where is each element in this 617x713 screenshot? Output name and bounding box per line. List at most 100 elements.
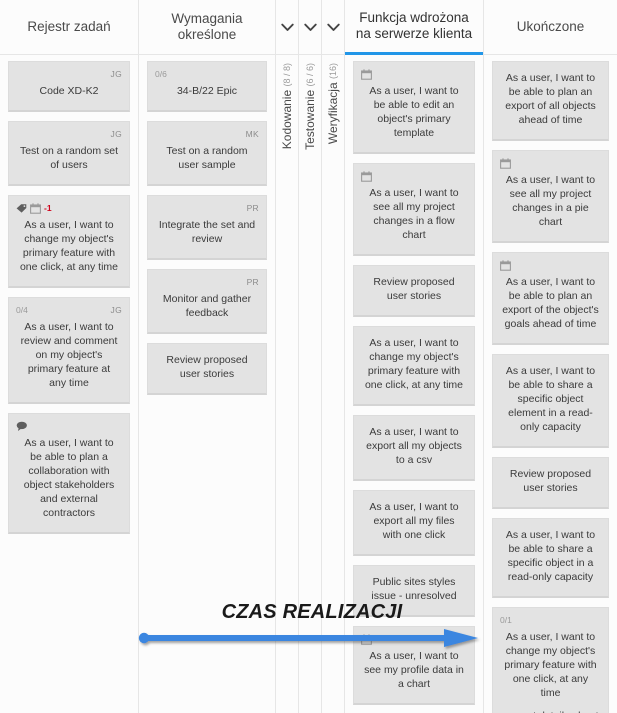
column-done: Ukończone As a user, I want to be able to… — [484, 0, 617, 713]
column-header-deployed-on-client-server[interactable]: Funkcja wdrożona na serwerze klienta — [345, 0, 483, 55]
card-meta: JG — [16, 128, 122, 140]
chevron-down-icon — [280, 23, 294, 31]
card-meta: MK — [155, 128, 259, 140]
tag-icon — [16, 203, 27, 214]
card-title: As a user, I want to be able to share a … — [505, 365, 596, 433]
card-title: Test on a random user sample — [166, 145, 248, 171]
column-count-coding: (8 / 8) — [281, 63, 292, 87]
card-title: As a user, I want to see my profile data… — [364, 650, 464, 690]
column-vertical-title-wrap: Weryfikacja (16) — [322, 55, 344, 713]
kanban-card[interactable]: Review proposed user stories — [147, 343, 267, 395]
kanban-card[interactable]: As a user, I want to export all my objec… — [353, 415, 475, 481]
card-title: As a user, I want to change my object's … — [504, 631, 597, 699]
card-meta: PR — [155, 276, 259, 288]
column-body-done: As a user, I want to be able to plan an … — [484, 55, 617, 713]
column-title-backlog: Rejestr zadań — [27, 19, 111, 34]
column-header-done[interactable]: Ukończone — [484, 0, 617, 55]
card-title: As a user, I want to see all my project … — [505, 174, 596, 228]
chevron-down-icon — [326, 23, 340, 31]
kanban-card[interactable]: Review proposed user stories — [492, 457, 609, 509]
column-collapsed-testing[interactable]: Testowanie (6 / 6) — [299, 0, 322, 713]
kanban-card[interactable]: As a user, I want to be able to edit an … — [353, 61, 475, 154]
comment-icon — [16, 421, 28, 432]
kanban-card[interactable]: Public sites styles issue - unresolved — [353, 565, 475, 617]
card-title: As a user, I want to be able to plan an … — [505, 72, 596, 126]
kanban-card[interactable]: 0/1 As a user, I want to change my object… — [492, 607, 609, 713]
card-title: As a user, I want to be able to plan a c… — [23, 437, 115, 519]
card-title: As a user, I want to change my object's … — [19, 219, 119, 273]
column-collapsed-verification[interactable]: Weryfikacja (16) — [322, 0, 345, 713]
card-title: As a user, I want to export all my files… — [369, 501, 459, 541]
column-header-requirements-specified[interactable]: Wymagania określone — [139, 0, 275, 55]
kanban-card[interactable]: As a user, I want to change my object's … — [353, 326, 475, 406]
kanban-card[interactable]: As a user, I want to be able to plan a c… — [8, 413, 130, 534]
calendar-icon — [361, 170, 372, 182]
column-collapsed-coding[interactable]: Kodowanie (8 / 8) — [276, 0, 299, 713]
card-checklist-counter: 0/6 — [155, 69, 167, 79]
card-assignee-initials: PR — [246, 203, 259, 213]
kanban-card[interactable]: MK Test on a random user sample — [147, 121, 267, 186]
column-title-verification: Weryfikacja (16) — [325, 63, 340, 145]
card-title: Test on a random set of users — [19, 145, 119, 171]
column-expand-toggle[interactable] — [299, 0, 321, 55]
card-meta-left — [361, 68, 372, 80]
card-title: As a user, I want to review and comment … — [20, 321, 118, 389]
column-vertical-title-wrap: Kodowanie (8 / 8) — [276, 55, 298, 713]
kanban-card[interactable]: As a user, I want to be able to plan an … — [492, 61, 609, 141]
card-checklist-item[interactable]: get details about the object from Kate — [500, 708, 601, 713]
column-expand-toggle[interactable] — [322, 0, 344, 55]
kanban-card[interactable]: Review proposed user stories — [353, 265, 475, 317]
card-title: Review proposed user stories — [166, 354, 248, 380]
kanban-card[interactable]: As a user, I want to export all my files… — [353, 490, 475, 556]
card-title: Integrate the set and review — [158, 219, 256, 245]
kanban-card[interactable]: As a user, I want to see my profile data… — [353, 626, 475, 705]
kanban-card[interactable]: As a user, I want to be able to plan an … — [492, 252, 609, 345]
card-meta: PR — [155, 202, 259, 214]
column-title-testing: Testowanie (6 / 6) — [302, 63, 317, 150]
column-title-coding: Kodowanie (8 / 8) — [279, 63, 294, 150]
card-meta-left: 0/1 — [500, 615, 512, 625]
kanban-card[interactable]: As a user, I want to be able to share a … — [492, 354, 609, 448]
card-checklist-item-label: get details about the object from Kate — [521, 710, 599, 713]
card-due-badge: -1 — [44, 203, 52, 213]
card-title: 34-B/22 Epic — [176, 85, 238, 97]
card-assignee-initials: PR — [246, 277, 259, 287]
card-meta-left: 0/6 — [155, 69, 167, 79]
card-assignee-initials: JG — [110, 129, 122, 139]
card-title: Public sites styles issue - unresolved — [371, 576, 457, 602]
card-meta: 0/6 — [155, 68, 259, 80]
calendar-icon — [361, 68, 372, 80]
calendar-icon — [30, 202, 41, 214]
column-expand-toggle[interactable] — [276, 0, 298, 55]
calendar-icon — [500, 157, 511, 169]
column-count-testing: (6 / 6) — [304, 63, 315, 87]
kanban-card[interactable]: JG Test on a random set of users — [8, 121, 130, 186]
card-title: As a user, I want to change my object's … — [364, 337, 464, 391]
card-meta-left: 0/4 — [16, 305, 28, 315]
kanban-card[interactable]: PR Integrate the set and review — [147, 195, 267, 260]
column-header-backlog[interactable]: Rejestr zadań — [0, 0, 138, 55]
kanban-card[interactable]: As a user, I want to be able to share a … — [492, 518, 609, 598]
kanban-card[interactable]: 0/6 34-B/22 Epic — [147, 61, 267, 112]
kanban-card[interactable]: -1 As a user, I want to change my object'… — [8, 195, 130, 288]
card-meta-left — [361, 633, 372, 645]
kanban-card[interactable]: As a user, I want to see all my project … — [353, 163, 475, 256]
card-meta: -1 — [16, 202, 122, 214]
column-count-verification: (16) — [327, 63, 338, 80]
card-assignee-initials: MK — [245, 129, 259, 139]
card-title: As a user, I want to see all my project … — [369, 187, 459, 241]
column-deployed-on-client-server: Funkcja wdrożona na serwerze klienta As a… — [345, 0, 484, 713]
kanban-card[interactable]: As a user, I want to see all my project … — [492, 150, 609, 243]
card-meta-left — [361, 170, 372, 182]
calendar-icon — [500, 259, 511, 271]
card-checklist-counter: 0/1 — [500, 615, 512, 625]
